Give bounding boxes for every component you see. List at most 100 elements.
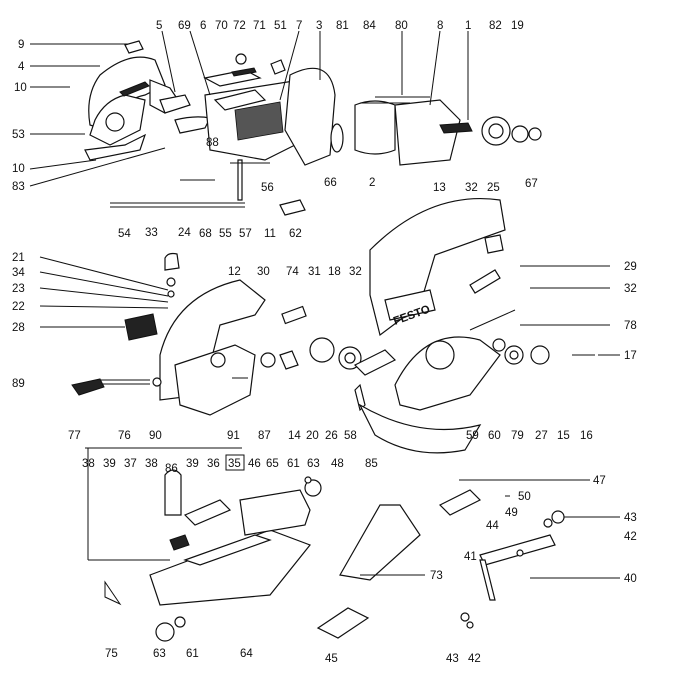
rod-parts: [110, 159, 306, 216]
motor-housing-group: [203, 53, 542, 166]
callout-26: 26: [325, 430, 338, 442]
callout-69: 69: [178, 20, 191, 32]
callout-16: 16: [580, 430, 593, 442]
callout-6: 6: [200, 20, 206, 32]
callout-4: 4: [18, 61, 25, 73]
callout-51: 51: [274, 20, 287, 32]
callout-23: 23: [12, 283, 25, 295]
callout-24: 24: [178, 227, 191, 239]
callout-76: 76: [118, 430, 131, 442]
callout-57: 57: [239, 228, 252, 240]
callout-25: 25: [487, 182, 500, 194]
callout-89: 89: [12, 378, 25, 390]
rip-fence-group: [316, 489, 565, 639]
callout-22: 22: [12, 301, 25, 313]
callout-21: 21: [12, 252, 25, 264]
callout-40: 40: [624, 573, 637, 585]
callout-44: 44: [486, 520, 499, 532]
callout-18: 18: [328, 266, 341, 278]
callout-86: 86: [165, 463, 178, 475]
callout-32: 32: [624, 283, 637, 295]
callout-64: 64: [240, 648, 253, 660]
handle-assembly: [84, 40, 211, 161]
callout-53: 53: [12, 129, 25, 141]
callout-72: 72: [233, 20, 246, 32]
callout-28: 28: [12, 322, 25, 334]
callout-29: 29: [624, 261, 637, 273]
callout-54: 54: [118, 228, 131, 240]
callout-14: 14: [288, 430, 301, 442]
callout-62: 62: [289, 228, 302, 240]
callout-8: 8: [437, 20, 443, 32]
callout-10: 10: [12, 163, 25, 175]
callout-61: 61: [186, 648, 199, 660]
callout-60: 60: [488, 430, 501, 442]
callout-63: 63: [307, 458, 320, 470]
callout-5: 5: [156, 20, 162, 32]
callout-35-box: [225, 454, 245, 471]
callout-15: 15: [557, 430, 570, 442]
callout-91: 91: [227, 430, 240, 442]
leader-lines: [29, 30, 620, 579]
callout-68: 68: [199, 228, 212, 240]
callout-34: 34: [12, 267, 25, 279]
callout-84: 84: [363, 20, 376, 32]
callout-9: 9: [18, 39, 24, 51]
callout-77: 77: [68, 430, 81, 442]
callout-67: 67: [525, 178, 538, 190]
callout-88: 88: [206, 137, 219, 149]
callout-81: 81: [336, 20, 349, 32]
callout-70: 70: [215, 20, 228, 32]
callout-19: 19: [511, 20, 524, 32]
lower-guard-group: [358, 269, 516, 454]
callout-66: 66: [324, 177, 337, 189]
callout-13: 13: [433, 182, 446, 194]
callout-43: 43: [446, 653, 459, 665]
callout-41: 41: [464, 551, 477, 563]
callout-2: 2: [369, 177, 375, 189]
callout-33: 33: [145, 227, 158, 239]
callout-32: 32: [465, 182, 478, 194]
blade-guard-group: [124, 252, 307, 416]
callout-39: 39: [103, 458, 116, 470]
callout-42: 42: [624, 531, 637, 543]
callout-49: 49: [505, 507, 518, 519]
callout-71: 71: [253, 20, 266, 32]
callout-74: 74: [286, 266, 299, 278]
callout-83: 83: [12, 181, 25, 193]
base-plate-group: [104, 469, 322, 642]
callout-45: 45: [325, 653, 338, 665]
callout-20: 20: [306, 430, 319, 442]
callout-75: 75: [105, 648, 118, 660]
callout-82: 82: [489, 20, 502, 32]
upper-guard-group: [369, 197, 506, 337]
arbor-group: [309, 337, 595, 412]
callout-38: 38: [82, 458, 95, 470]
callout-61: 61: [287, 458, 300, 470]
callout-35: 35: [228, 458, 241, 470]
callout-55: 55: [219, 228, 232, 240]
callout-11: 11: [264, 228, 276, 240]
tension-rod-group: [71, 377, 248, 396]
callout-39: 39: [186, 458, 199, 470]
callout-50: 50: [518, 491, 531, 503]
callout-3: 3: [316, 20, 322, 32]
callout-85: 85: [365, 458, 378, 470]
callout-43: 43: [624, 512, 637, 524]
callout-7: 7: [296, 20, 302, 32]
callout-59: 59: [466, 430, 479, 442]
callout-37: 37: [124, 458, 137, 470]
callout-1: 1: [465, 20, 471, 32]
callout-65: 65: [266, 458, 279, 470]
callout-56: 56: [261, 182, 274, 194]
callout-labels: 9 4 10 53 10 83 5 69 6 70 72 71 51 7 3 8…: [12, 20, 637, 665]
callout-63: 63: [153, 648, 166, 660]
callout-27: 27: [535, 430, 548, 442]
callout-48: 48: [331, 458, 344, 470]
callout-38: 38: [145, 458, 158, 470]
callout-42: 42: [468, 653, 481, 665]
callout-32: 32: [349, 266, 362, 278]
callout-17: 17: [624, 350, 637, 362]
